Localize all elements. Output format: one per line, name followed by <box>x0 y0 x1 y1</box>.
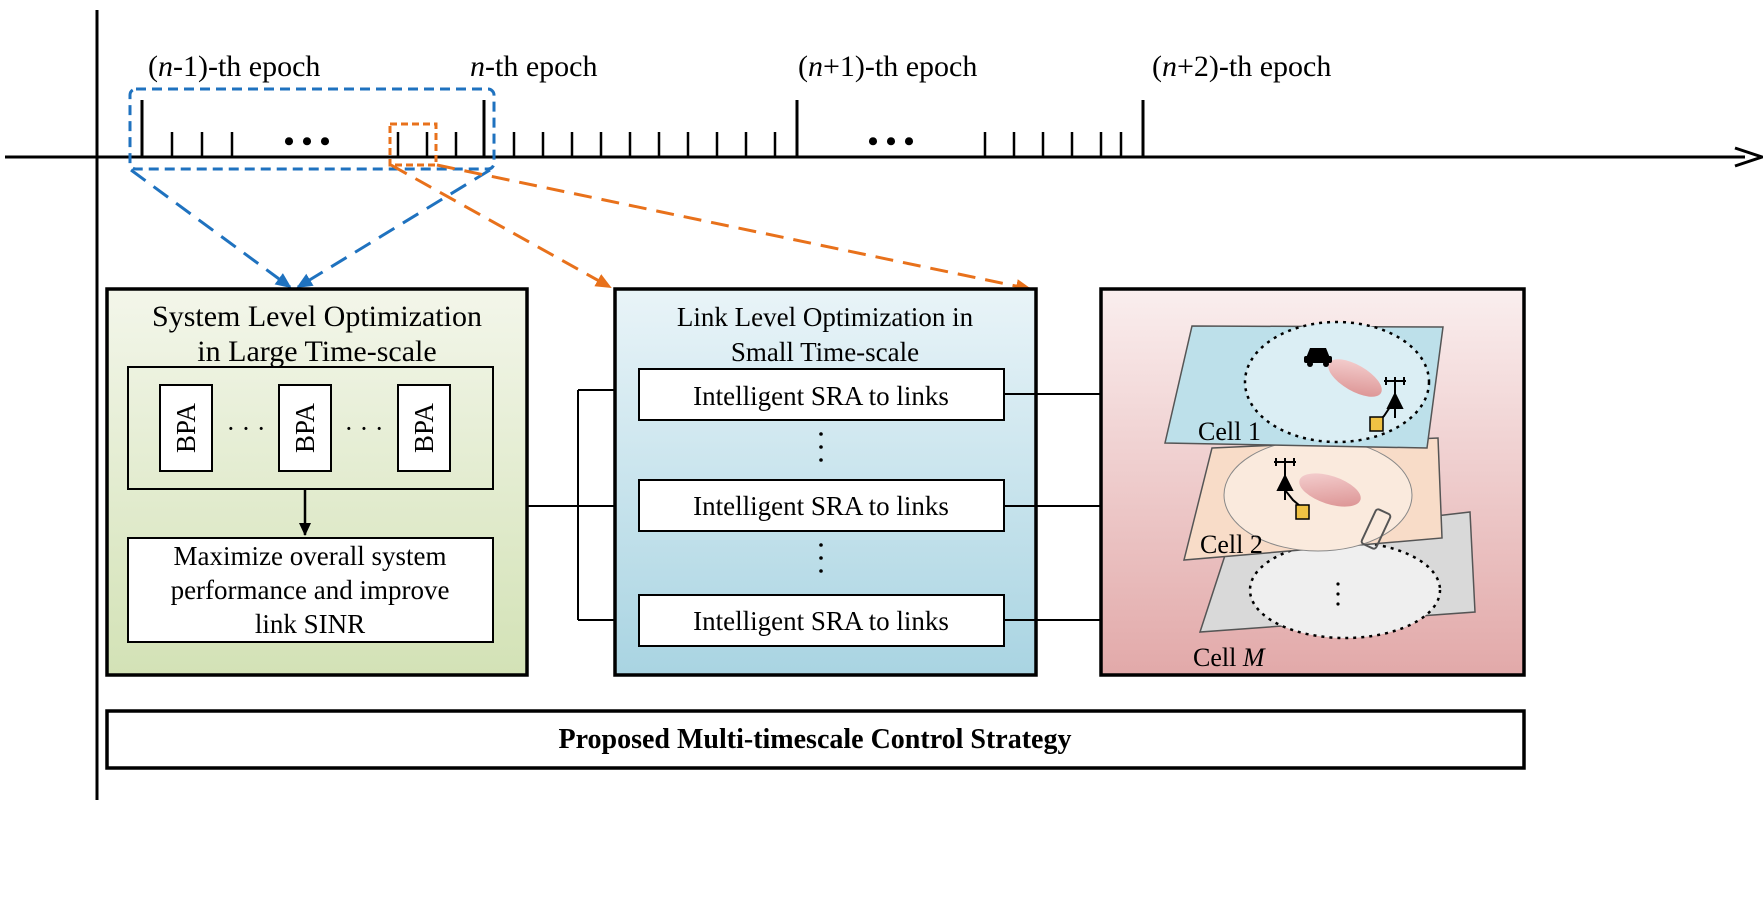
cell-2-base-station-icon <box>1274 458 1301 507</box>
svg-text:BPA: BPA <box>409 402 439 453</box>
cell-2-phone-icon <box>1360 508 1392 550</box>
sra-vertical-dots-1 <box>819 432 823 462</box>
svg-text:BPA: BPA <box>171 402 201 453</box>
sra-vertical-dots-2 <box>819 543 823 573</box>
cell-2-label: Cell 2 <box>1200 530 1263 559</box>
sra-label-3: Intelligent SRA to links <box>693 606 949 636</box>
epoch-label-n: n-th epoch <box>470 50 597 83</box>
sra-box-3 <box>638 594 1005 647</box>
epoch-selection-box <box>128 87 496 171</box>
bpa-block-2: BPA <box>278 384 332 472</box>
epoch-label-n-plus-1: (n+1)-th epoch <box>798 50 977 83</box>
bpa-ellipsis-1: · · · <box>227 414 266 443</box>
cell-1-car-icon <box>1304 348 1332 367</box>
footer-label: Proposed Multi-timescale Control Strateg… <box>559 724 1072 755</box>
large-timescale-projection <box>130 168 491 289</box>
link-level-box: Link Level Optimization in Small Time-sc… <box>613 287 1038 677</box>
slot-selection-box <box>388 122 438 167</box>
footer-box: Proposed Multi-timescale Control Strateg… <box>105 709 1526 770</box>
bpa-group-box <box>127 366 494 490</box>
bpa-block-3: BPA <box>397 384 451 472</box>
sra-box-2 <box>638 479 1005 532</box>
bpa-ellipsis-2: · · · <box>345 414 384 443</box>
slot-ticks <box>170 132 1123 157</box>
sra-label-1: Intelligent SRA to links <box>693 381 949 411</box>
cell-1-label: Cell 1 <box>1198 417 1261 446</box>
link-title-line2: Small Time-scale <box>731 337 919 367</box>
timeline-ellipsis-2: • • • <box>868 125 915 158</box>
epoch-label-n-minus-1: (n-1)-th epoch <box>148 50 320 83</box>
epoch-label-n-plus-2: (n+2)-th epoch <box>1152 50 1331 83</box>
system-title-line2: in Large Time-scale <box>197 335 436 368</box>
small-timescale-projection <box>390 163 1032 293</box>
cell-1-base-station-icon <box>1379 377 1406 421</box>
cell-2-ris-icon <box>1295 504 1310 520</box>
time-axis-arrowhead <box>1734 146 1763 168</box>
svg-text:BPA: BPA <box>290 402 320 453</box>
system-title-line1: System Level Optimization <box>152 300 482 333</box>
sra-box-1 <box>638 368 1005 421</box>
system-level-box: System Level Optimization in Large Time-… <box>105 287 529 677</box>
cell-1-ris-icon <box>1369 416 1384 432</box>
cells-box: Cell 2 Cell 1 Cell M <box>1099 287 1526 677</box>
epoch-boundaries <box>140 100 1145 157</box>
sra-label-2: Intelligent SRA to links <box>693 491 949 521</box>
cell-m-label: Cell M <box>1193 643 1266 672</box>
objective-box <box>127 537 494 643</box>
link-title-line1: Link Level Optimization in <box>677 302 974 332</box>
cell-1-plane: Cell 1 <box>1164 320 1444 449</box>
bpa-block-1: BPA <box>159 384 213 472</box>
objective-line3: link SINR <box>255 609 365 639</box>
cell-2-plane: Cell 2 <box>1183 437 1443 561</box>
objective-line2: performance and improve <box>171 575 450 605</box>
objective-line1: Maximize overall system <box>174 541 447 571</box>
timeline-ellipsis-1: • • • <box>284 125 331 158</box>
